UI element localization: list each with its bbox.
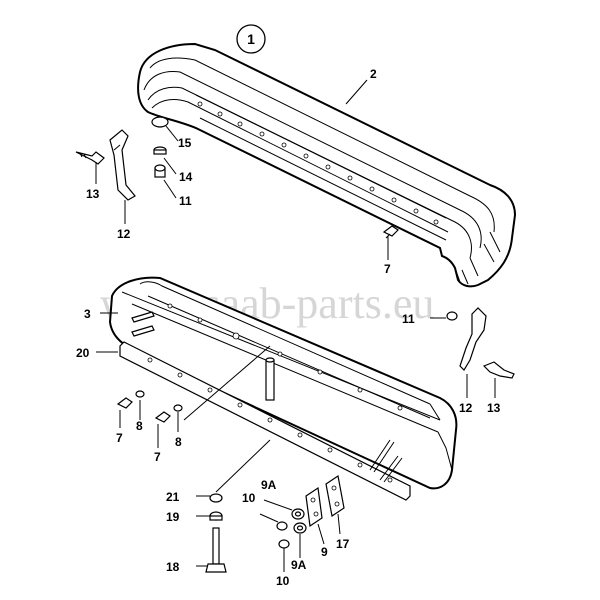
callout-12-top: 12 <box>117 227 131 241</box>
fastener-stack-top <box>151 116 169 178</box>
callout-3: 3 <box>84 307 91 321</box>
callout-13-right: 13 <box>487 401 501 415</box>
screws-lower <box>116 390 183 423</box>
callout-10-bottom: 10 <box>276 574 290 588</box>
leader-lines <box>95 79 496 572</box>
callout-labels: 2 15 14 11 13 12 7 3 20 11 12 13 7 8 7 8… <box>76 67 501 588</box>
callout-8-left: 8 <box>136 419 143 433</box>
assembly-number: 1 <box>247 31 255 47</box>
clip-left <box>75 151 105 165</box>
callout-14: 14 <box>179 170 193 184</box>
clip-right <box>482 361 515 379</box>
beam-studs <box>131 311 275 401</box>
callout-13-top: 13 <box>86 187 100 201</box>
bumper-cover <box>137 42 517 288</box>
callout-12-right: 12 <box>459 401 473 415</box>
callout-7-mid: 7 <box>154 450 161 464</box>
callout-21: 21 <box>166 490 180 504</box>
callout-2: 2 <box>370 67 377 81</box>
callout-9: 9 <box>321 545 328 559</box>
callout-7-left: 7 <box>116 431 123 445</box>
washers-nuts <box>276 508 307 549</box>
callout-11-top: 11 <box>179 194 192 208</box>
plate-17 <box>325 474 345 518</box>
callout-19: 19 <box>166 510 180 524</box>
plate-9 <box>305 486 323 528</box>
callout-8-mid: 8 <box>175 435 182 449</box>
callout-18: 18 <box>166 560 180 574</box>
screw-top <box>382 225 399 239</box>
reinforcement-strip <box>119 341 411 501</box>
callout-15: 15 <box>178 136 192 150</box>
threaded-studs <box>369 439 403 483</box>
callout-20: 20 <box>76 346 90 360</box>
callout-9A-bottom: 9A <box>291 558 307 572</box>
pin-assembly <box>205 493 227 573</box>
callout-9A-top: 9A <box>261 478 277 492</box>
assembly-number-badge: 1 <box>236 24 266 54</box>
screw-right <box>446 311 458 321</box>
callout-11-right: 11 <box>402 312 415 326</box>
callout-17: 17 <box>336 537 350 551</box>
callout-7-top: 7 <box>384 262 391 276</box>
bracket-right <box>459 307 487 371</box>
callout-10-top: 10 <box>242 491 256 505</box>
bracket-left <box>109 129 136 201</box>
